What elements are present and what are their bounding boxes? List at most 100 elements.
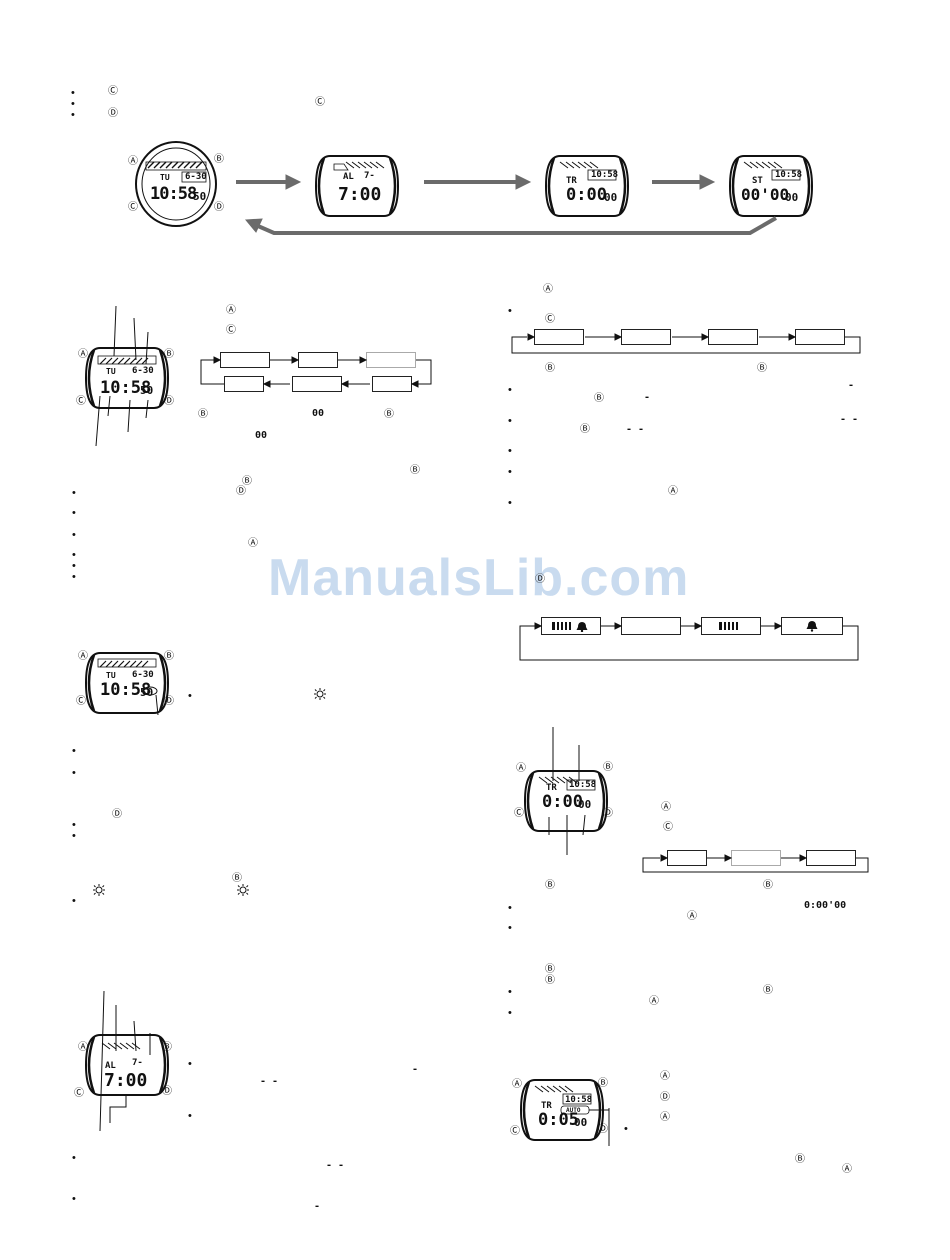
readout-double-dash: - - <box>840 414 859 425</box>
button-a-label: Ⓐ <box>128 156 138 167</box>
lcd-timer-clock: 10:58 <box>569 780 597 790</box>
lcd-stopwatch-main: 00'00 <box>741 185 790 204</box>
bullet: • <box>508 384 512 396</box>
light-icon <box>314 688 326 700</box>
button-d-label: Ⓓ <box>603 808 613 819</box>
lcd-date: 6-30 <box>185 172 207 182</box>
bullet: • <box>72 549 76 561</box>
readout-dash: - <box>412 1064 419 1075</box>
bullet: • <box>72 571 76 583</box>
button-a-label: Ⓐ <box>78 1042 88 1053</box>
lcd-alarm-time: 7:00 <box>104 1070 148 1091</box>
lcd-timer-label: TR <box>541 1101 552 1111</box>
bullet: • <box>72 487 76 499</box>
bullet: • <box>508 305 512 317</box>
lcd-timer-main: 0:00 <box>566 185 607 205</box>
bullet: • <box>72 1193 76 1205</box>
bullet: • <box>72 1152 76 1164</box>
button-a-ref: Ⓐ <box>660 1112 670 1123</box>
bullet: • <box>508 466 512 478</box>
bullet: • <box>72 745 76 757</box>
bullet: • <box>72 767 76 779</box>
readout-double-dash: - - <box>326 1160 345 1171</box>
watch-timekeeping-large <box>135 141 217 227</box>
bullet: • <box>508 445 512 457</box>
lcd-alarm-date: 7- <box>132 1058 143 1068</box>
button-c-label: Ⓒ <box>128 202 138 213</box>
button-b-ref: Ⓑ <box>545 964 555 975</box>
alert-cycle-arrows <box>519 622 859 661</box>
button-b-ref: Ⓑ <box>763 985 773 996</box>
bullet: • <box>71 98 75 110</box>
button-a-ref: Ⓐ <box>649 996 659 1007</box>
button-d-label: Ⓓ <box>164 396 174 407</box>
light-icon <box>237 884 249 896</box>
button-c-label: Ⓒ <box>514 808 524 819</box>
bullet: • <box>508 415 512 427</box>
watch-timer-setting <box>523 727 609 855</box>
button-d-label: Ⓓ <box>162 1086 172 1097</box>
button-c-ref: Ⓒ <box>545 314 555 325</box>
button-a-label: Ⓐ <box>78 651 88 662</box>
button-b-ref: Ⓑ <box>795 1154 805 1165</box>
button-b-label: Ⓑ <box>162 1042 172 1053</box>
lcd-stopwatch-label: ST <box>752 176 763 186</box>
lcd-alarm-label: AL <box>343 172 354 182</box>
button-d-ref: Ⓓ <box>535 574 545 585</box>
watch-timekeeping-setting <box>84 305 170 447</box>
readout-double-dash: - - <box>260 1076 279 1087</box>
lcd-date: 6-30 <box>132 670 154 680</box>
watch-timer <box>544 155 630 217</box>
button-c-ref: Ⓒ <box>663 822 673 833</box>
bullet: • <box>508 1007 512 1019</box>
button-b-ref: Ⓑ <box>410 465 420 476</box>
bullet: • <box>72 819 76 831</box>
button-c-ref: Ⓒ <box>226 325 236 336</box>
button-b-ref: Ⓑ <box>232 873 242 884</box>
button-b-label: Ⓑ <box>603 762 613 773</box>
lcd-timer-clock: 10:58 <box>591 170 619 180</box>
button-a-label: Ⓐ <box>516 763 526 774</box>
watermark-text: ManualsLib.com <box>268 549 690 607</box>
bullet: • <box>508 986 512 998</box>
lcd-timer-sub: 00 <box>578 798 592 811</box>
readout-dash: - <box>314 1201 321 1212</box>
button-b-ref: Ⓑ <box>763 880 773 891</box>
button-b-ref: Ⓑ <box>545 880 555 891</box>
lcd-seconds: 50 <box>140 384 154 397</box>
button-c-label: Ⓒ <box>76 696 86 707</box>
button-b-ref: Ⓑ <box>545 363 555 374</box>
button-a-ref: Ⓐ <box>661 802 671 813</box>
button-b-ref: Ⓑ <box>545 975 555 986</box>
watch-stopwatch <box>728 155 814 217</box>
button-d-ref: Ⓓ <box>108 108 118 119</box>
readout-double-zero: 00 <box>255 430 268 441</box>
mode-flow-diagram <box>135 141 814 235</box>
cycle-arrows-right-1 <box>511 333 861 354</box>
timer-setting-arrows <box>642 854 869 873</box>
button-b-ref: Ⓑ <box>580 424 590 435</box>
lcd-time: 10:58 <box>100 680 152 700</box>
button-b-ref: Ⓑ <box>198 409 208 420</box>
cycle-arrows-left <box>200 356 432 388</box>
button-a-ref: Ⓐ <box>842 1164 852 1175</box>
bullet: • <box>624 1123 628 1135</box>
lcd-date: 6-30 <box>132 366 154 376</box>
lcd-day: TU <box>106 367 116 376</box>
lcd-timer-main: 0:00 <box>542 792 583 812</box>
button-b-label: Ⓑ <box>164 349 174 360</box>
bullet: • <box>72 507 76 519</box>
bullet: • <box>188 1110 192 1122</box>
auto-badge: AUTO <box>566 1107 581 1114</box>
lcd-day: TU <box>160 173 170 182</box>
readout-double-zero: 00 <box>312 408 325 419</box>
lcd-timer-clock: 10:58 <box>565 1095 593 1105</box>
readout-dash: - <box>644 392 651 403</box>
bullet: • <box>72 560 76 572</box>
button-a-label: Ⓐ <box>512 1079 522 1090</box>
lcd-timer-main: 0:05 <box>538 1110 579 1130</box>
lcd-time: 10:58 <box>100 378 152 398</box>
button-b-label: Ⓑ <box>214 154 224 165</box>
bullet: • <box>508 497 512 509</box>
button-d-label: Ⓓ <box>598 1124 608 1135</box>
